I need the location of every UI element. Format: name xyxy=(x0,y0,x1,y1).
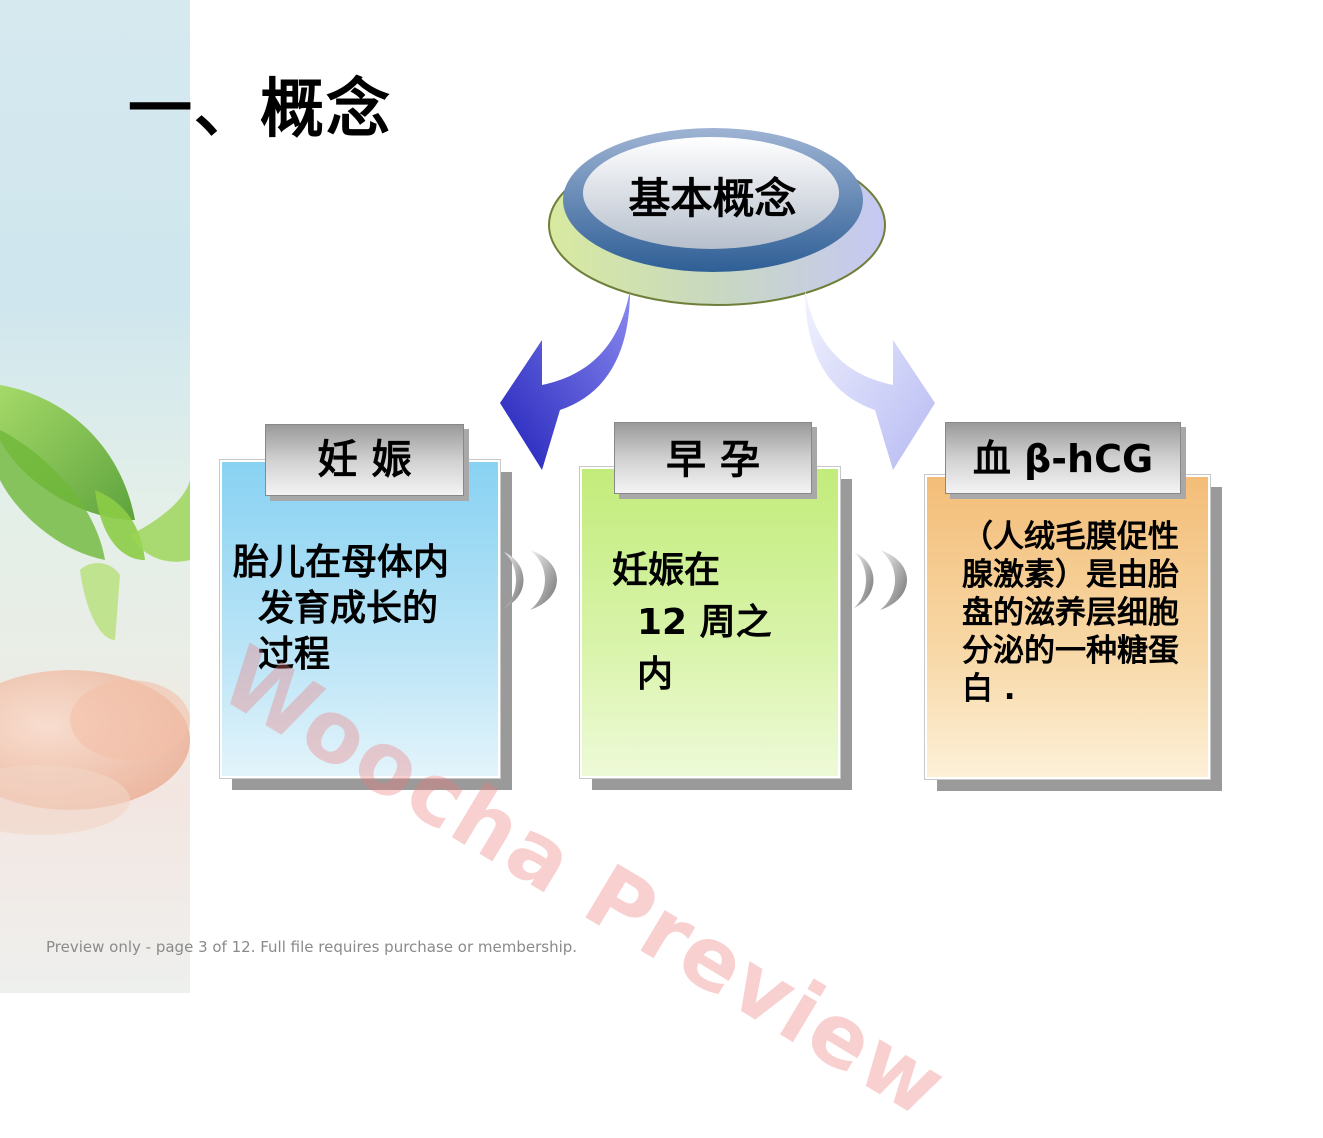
concept-ellipse xyxy=(548,128,886,306)
basic-concept-node: 基本概念 xyxy=(545,125,890,310)
page-title: 一、概念 xyxy=(128,73,392,147)
arrow-left-icon xyxy=(500,290,630,470)
term-header-pregnancy: 妊 娠 xyxy=(265,424,464,496)
chevron-right-icon xyxy=(504,550,557,610)
term-card-beta-hcg xyxy=(924,474,1211,780)
term-header-beta-hcg: 血 β-hCG xyxy=(945,422,1181,494)
leaf-hands-illustration xyxy=(0,385,190,835)
term-card-early-pregnancy xyxy=(579,466,841,779)
arrow-right-icon xyxy=(805,290,935,470)
preview-footer-note: Preview only - page 3 of 12. Full file r… xyxy=(46,938,578,956)
term-card-pregnancy xyxy=(219,459,501,779)
chevron-right-icon xyxy=(854,550,907,610)
term-definition-beta-hcg: （人绒毛膜促性 腺激素）是由胎 盘的滋养层细胞 分泌的一种糖蛋 白 . xyxy=(962,519,1179,707)
term-definition-pregnancy: 胎儿在母体内 发育成长的 过程 xyxy=(233,542,450,675)
branch-arrows xyxy=(500,290,935,470)
term-definition-early-pregnancy: 妊娠在 12 周之 内 xyxy=(612,550,772,695)
term-header-early-pregnancy: 早 孕 xyxy=(614,422,812,494)
side-decoration xyxy=(0,0,190,993)
concept-label: 基本概念 xyxy=(628,174,797,223)
